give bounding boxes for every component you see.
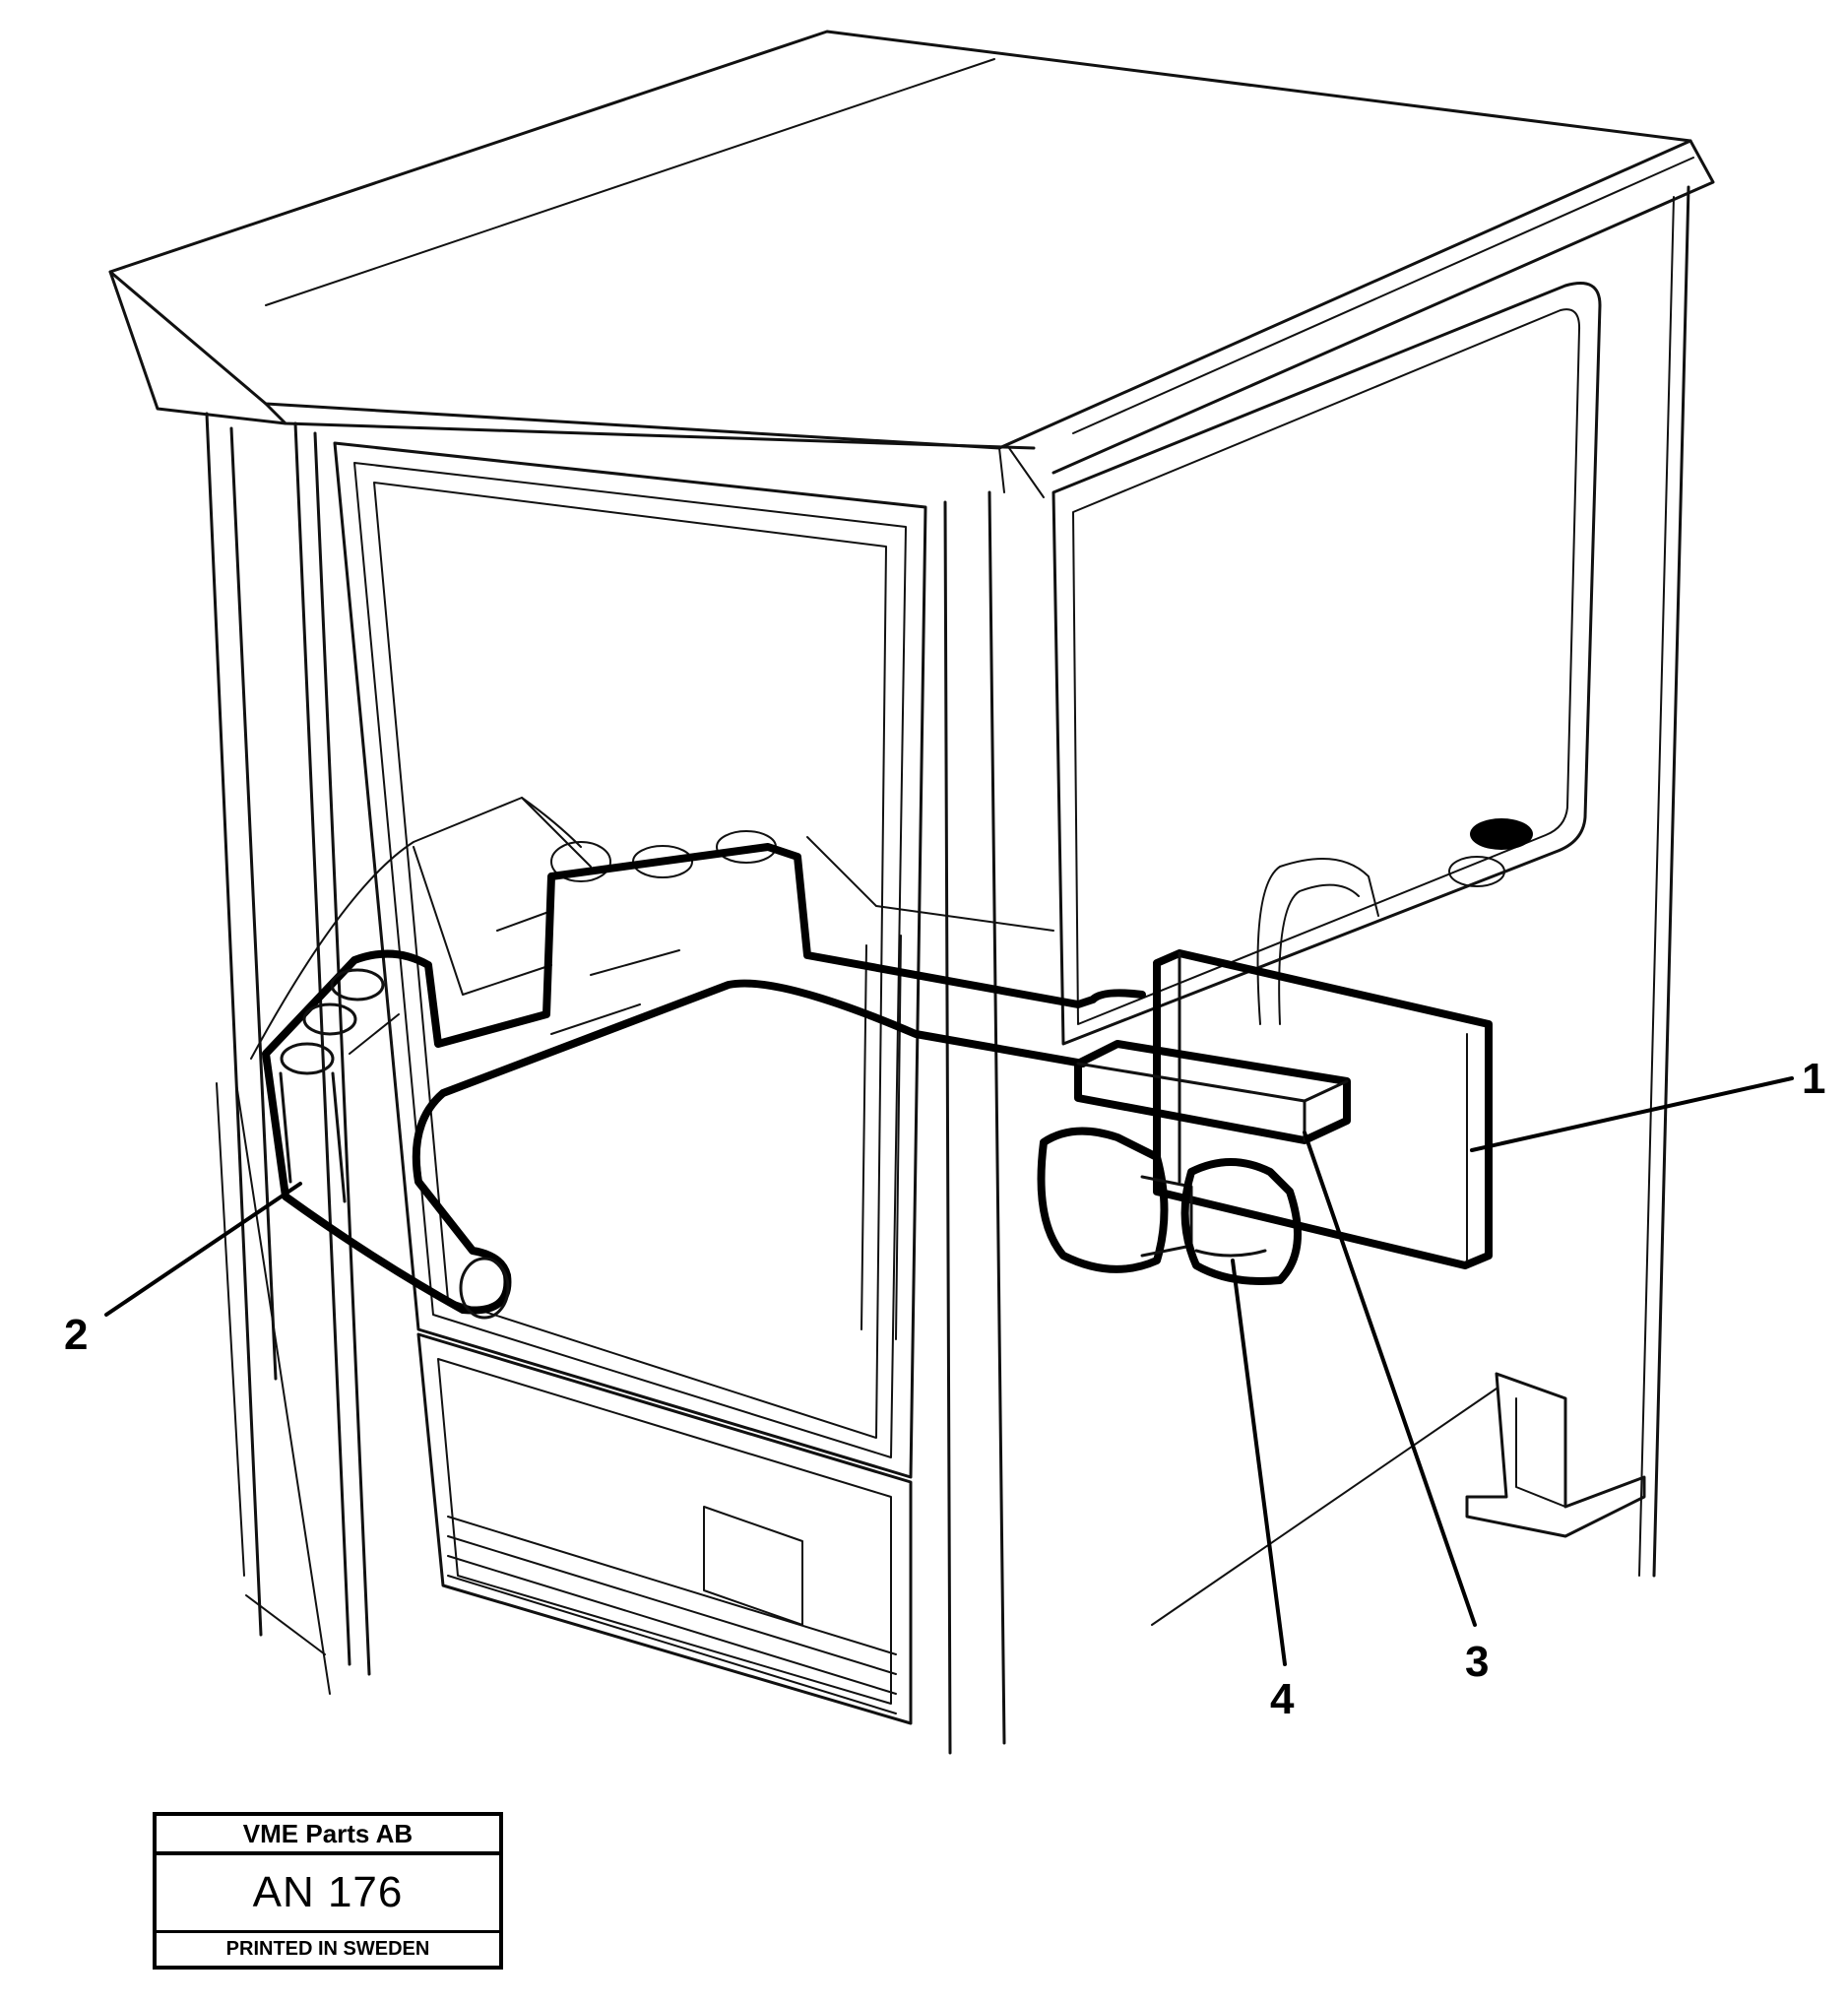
callout-label-3: 3 (1465, 1638, 1489, 1686)
callout-line-1 (1470, 1076, 1794, 1152)
callouts: 1 2 3 4 (64, 1055, 1825, 1723)
callout-line-3 (1303, 1131, 1477, 1627)
title-block-company: VME Parts AB (157, 1816, 499, 1855)
wiring-harness (262, 843, 1146, 1320)
title-block-printed: PRINTED IN SWEDEN (225, 1938, 430, 1960)
door-lower-panel (416, 1332, 913, 1725)
callout-label-4: 4 (1270, 1675, 1295, 1723)
cab-left-pillar (205, 412, 371, 1695)
cab-right-wall (1051, 185, 1690, 1578)
cab-roof (108, 30, 1715, 498)
callout-line-2 (104, 1182, 302, 1317)
connector-plug (1037, 1127, 1302, 1285)
callout-line-4 (1231, 1259, 1287, 1666)
cab-step (1151, 1372, 1646, 1626)
cab-door (333, 441, 1006, 1755)
relay-module (1074, 1040, 1351, 1144)
title-block-code: AN 176 (157, 1855, 499, 1933)
callout-label-1: 1 (1802, 1055, 1825, 1103)
callout-label-2: 2 (64, 1311, 88, 1359)
control-unit-box (1153, 949, 1493, 1269)
title-block: VME Parts AB AN 176 PRINTED IN SWEDEN (153, 1812, 503, 1970)
